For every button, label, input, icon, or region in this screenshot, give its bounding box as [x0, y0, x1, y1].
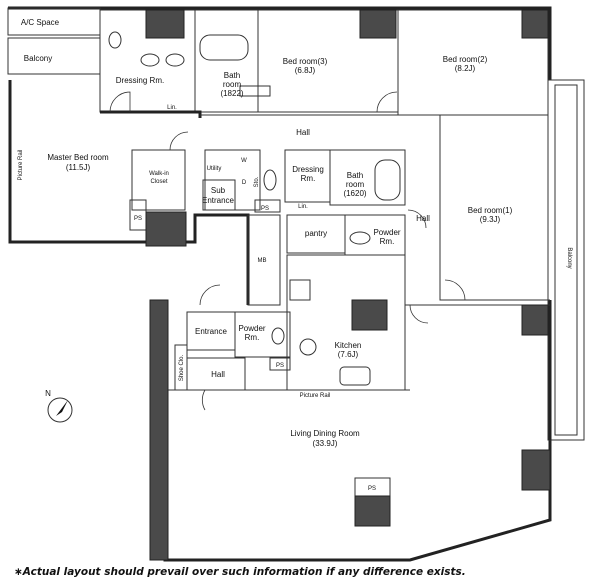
svg-text:(8.2J): (8.2J) — [455, 64, 476, 73]
sink — [165, 53, 185, 67]
svg-text:(11.5J): (11.5J) — [66, 163, 91, 172]
label-ac-space: A/C Space — [21, 18, 60, 27]
svg-text:Hall: Hall — [211, 370, 225, 379]
svg-text:PS: PS — [276, 363, 284, 369]
svg-text:room: room — [346, 180, 365, 189]
svg-text:Rm.: Rm. — [380, 237, 395, 246]
svg-text:Bath: Bath — [347, 171, 363, 180]
svg-text:Entrance: Entrance — [202, 196, 235, 205]
svg-text:W: W — [241, 158, 247, 164]
svg-text:N: N — [45, 389, 51, 398]
structural-columns — [145, 9, 551, 561]
bathtub-2 — [374, 159, 401, 201]
svg-text:Powder: Powder — [238, 324, 265, 333]
svg-text:pantry: pantry — [305, 229, 327, 238]
svg-text:PS: PS — [134, 216, 142, 222]
svg-text:Picture Rail: Picture Rail — [18, 150, 24, 181]
svg-text:(9.3J): (9.3J) — [480, 215, 501, 224]
disclaimer-footnote: ∗Actual layout should prevail over such … — [14, 566, 466, 578]
svg-text:Sto.: Sto. — [254, 176, 260, 187]
svg-text:Entrance: Entrance — [195, 327, 228, 336]
sink — [263, 169, 277, 191]
compass-icon: N — [45, 389, 73, 423]
toilet — [271, 327, 285, 345]
label-living-dining: Living Dining Room — [290, 429, 360, 438]
outer-walls — [7, 6, 585, 562]
label-hall: Hall — [296, 128, 310, 137]
room-labels: A/C Space Balcony Master Bed room (11.5J… — [18, 18, 572, 492]
svg-text:D: D — [242, 180, 247, 186]
kitchen-sink — [339, 366, 371, 386]
label-bedroom-3: Bed room(3) — [283, 57, 328, 66]
svg-text:Rm.: Rm. — [301, 174, 316, 183]
svg-text:Powder: Powder — [373, 228, 400, 237]
sink — [140, 53, 160, 67]
svg-text:Sub: Sub — [211, 186, 226, 195]
svg-text:Lin.: Lin. — [167, 105, 177, 111]
svg-text:room: room — [223, 80, 242, 89]
svg-text:Hall: Hall — [416, 214, 430, 223]
svg-text:PS: PS — [261, 206, 269, 212]
fan — [289, 279, 311, 301]
label-master-bedroom: Master Bed room — [47, 153, 109, 162]
toilet — [349, 231, 371, 245]
fixtures — [108, 31, 401, 386]
svg-text:Lin.: Lin. — [298, 204, 308, 210]
svg-text:Rm.: Rm. — [245, 333, 260, 342]
svg-text:Shoe Clo.: Shoe Clo. — [179, 354, 185, 381]
svg-text:MB: MB — [258, 258, 267, 264]
svg-text:(6.8J): (6.8J) — [295, 66, 316, 75]
svg-text:Picture Rail: Picture Rail — [300, 393, 331, 399]
svg-text:Closet: Closet — [150, 179, 167, 185]
label-kitchen: Kitchen — [335, 341, 362, 350]
label-dressing-rm: Dressing Rm. — [116, 76, 164, 85]
svg-text:(1620): (1620) — [343, 189, 366, 198]
toilet — [108, 31, 122, 49]
svg-text:Walk-in: Walk-in — [149, 171, 169, 177]
label-bedroom-1: Bed room(1) — [468, 206, 513, 215]
label-bedroom-2: Bed room(2) — [443, 55, 488, 64]
svg-text:PS: PS — [368, 486, 376, 492]
svg-text:Dressing: Dressing — [292, 165, 324, 174]
svg-text:Bath: Bath — [224, 71, 240, 80]
svg-text:Utility: Utility — [207, 166, 222, 172]
svg-text:(1822): (1822) — [220, 89, 243, 98]
doors — [109, 91, 466, 411]
interior-walls — [99, 9, 550, 497]
stove — [299, 338, 317, 356]
bathtub-1 — [199, 34, 249, 61]
svg-text:(33.9J): (33.9J) — [313, 439, 338, 448]
svg-text:Balcony: Balcony — [566, 247, 572, 268]
svg-text:(7.6J): (7.6J) — [338, 350, 359, 359]
label-balcony: Balcony — [24, 54, 52, 63]
